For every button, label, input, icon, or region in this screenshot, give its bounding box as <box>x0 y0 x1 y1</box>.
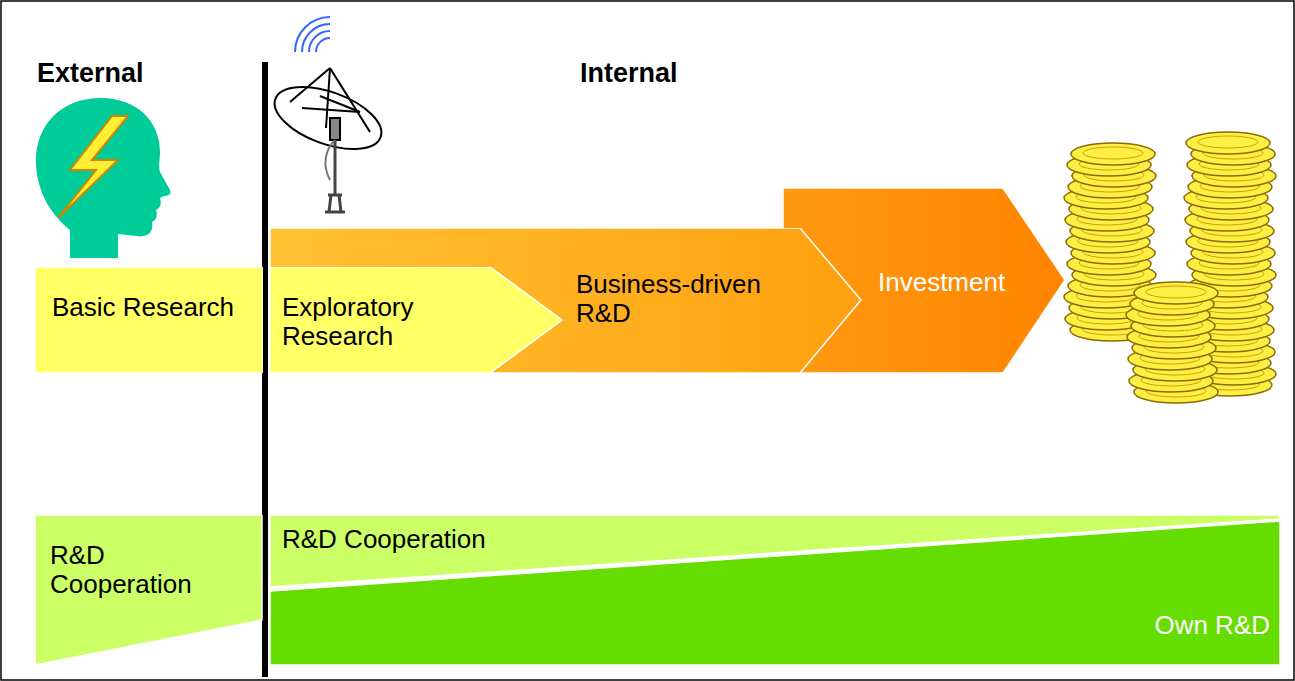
band-label: R&D Cooperation <box>50 541 210 599</box>
head-icon <box>36 98 171 258</box>
band-label: Basic Research <box>52 293 252 322</box>
region-label: Internal <box>580 58 678 89</box>
research-arrow: Exploratory Research <box>270 267 563 373</box>
band-label: R&D Cooperation <box>282 525 602 554</box>
own-rnd-wedge: Own R&D <box>270 521 1281 666</box>
cooperation-trapezoid: R&D Cooperation <box>35 515 263 666</box>
band-label: Business-driven R&D <box>576 270 806 328</box>
coin-stacks <box>1064 132 1276 403</box>
band-label: Own R&D <box>1110 611 1270 640</box>
research-band: Basic Research <box>35 267 263 373</box>
region-label: External <box>37 58 144 89</box>
band-label: Investment <box>878 268 1058 297</box>
shape-outline <box>270 521 1281 666</box>
band-label: Exploratory Research <box>282 293 482 351</box>
satellite-dish <box>266 17 389 212</box>
